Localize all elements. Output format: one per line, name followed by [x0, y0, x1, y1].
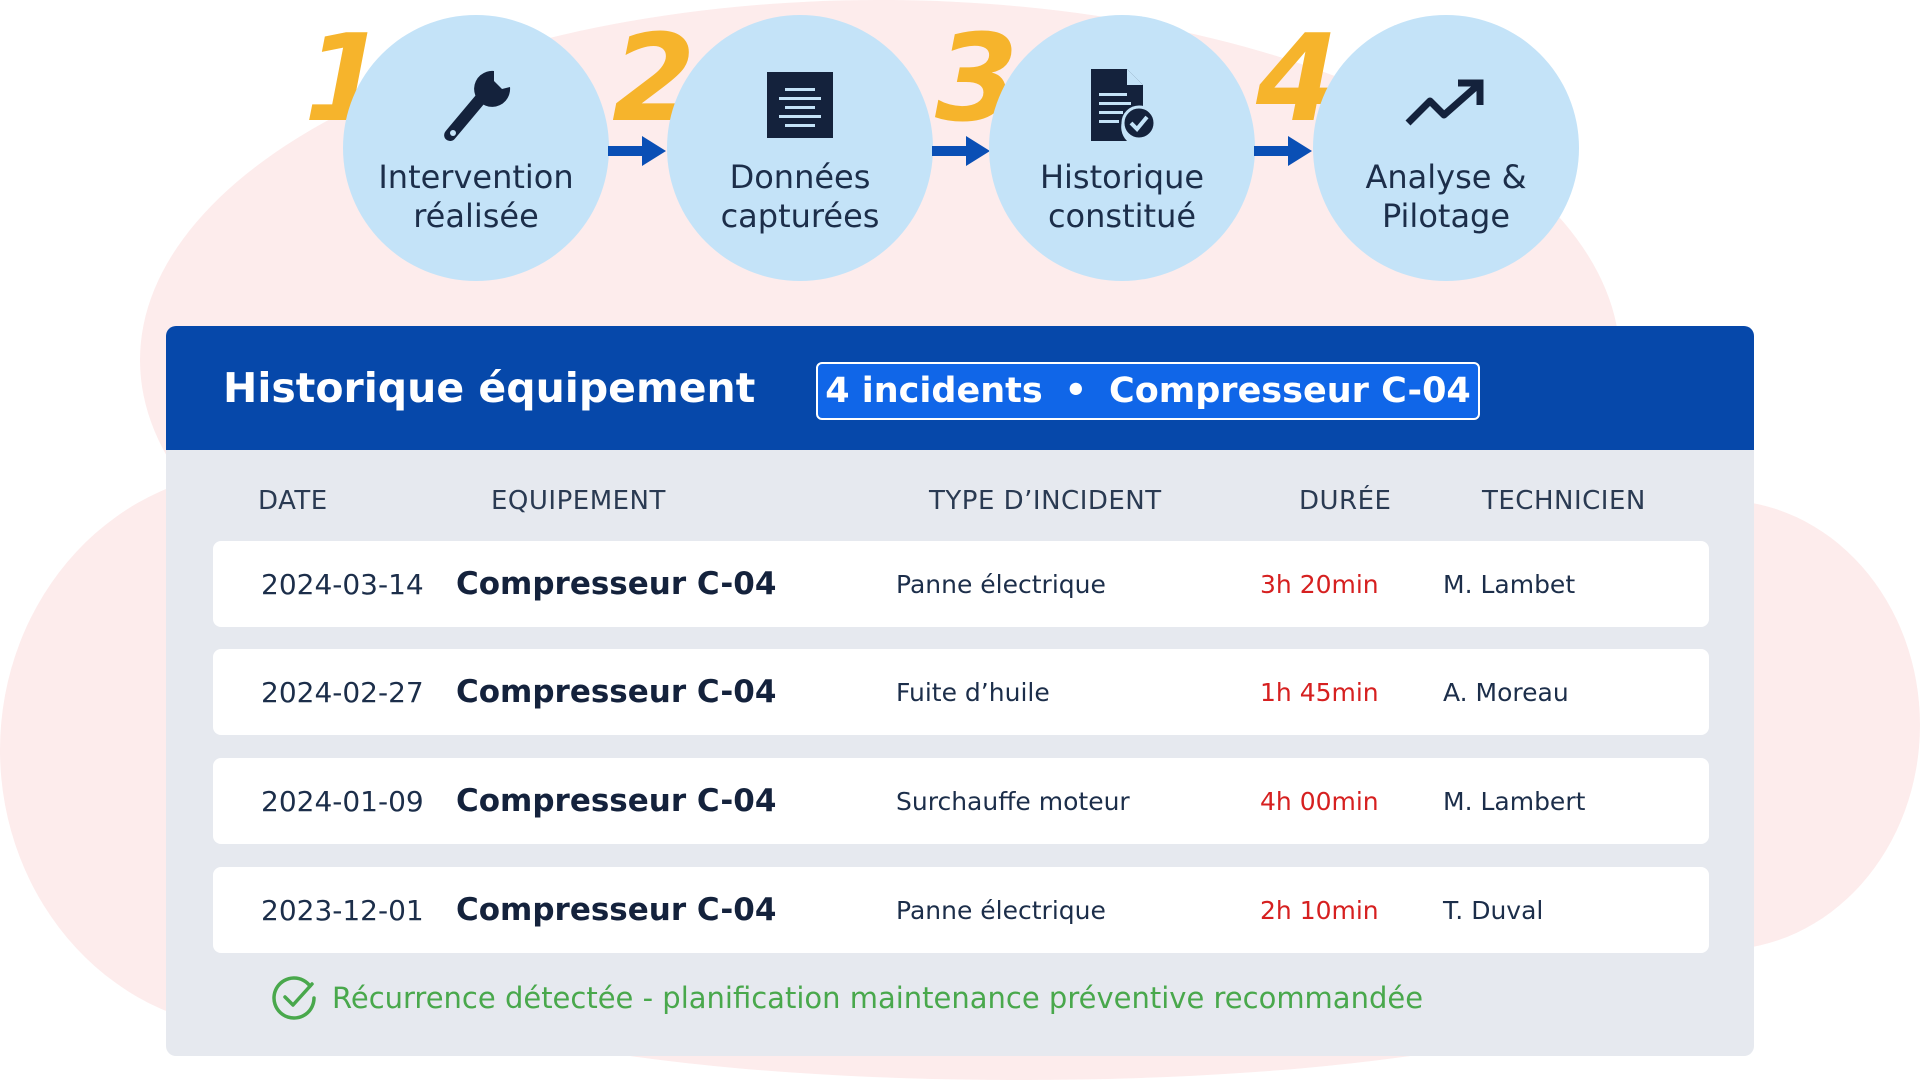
step-4-circle: Analyse & Pilotage [1313, 15, 1579, 281]
table-row: 2024-03-14 Compresseur C-04 Panne électr… [213, 541, 1709, 627]
cell-equipment: Compresseur C-04 [456, 783, 777, 819]
cell-duration: 3h 20min [1260, 569, 1379, 599]
step-1-label: Intervention réalisée [378, 158, 574, 235]
cell-technician: A. Moreau [1443, 677, 1569, 707]
column-header-date: DATE [258, 486, 328, 516]
cell-date: 2024-02-27 [261, 675, 424, 709]
incident-badge: 4 incidents • Compresseur C-04 [816, 362, 1480, 420]
cell-equipment: Compresseur C-04 [456, 892, 777, 928]
cell-incident-type: Fuite d’huile [896, 677, 1050, 707]
step-2-label: Données capturées [720, 158, 880, 235]
column-header-duration: DURÉE [1299, 486, 1392, 516]
cell-technician: T. Duval [1443, 895, 1544, 925]
step-1-circle: Intervention réalisée [343, 15, 609, 281]
badge-count: 4 incidents [825, 371, 1043, 411]
cell-duration: 1h 45min [1260, 677, 1379, 707]
cell-duration: 2h 10min [1260, 895, 1379, 925]
cell-date: 2023-12-01 [261, 893, 424, 927]
cell-incident-type: Surchauffe moteur [896, 786, 1130, 816]
table-row: 2024-02-27 Compresseur C-04 Fuite d’huil… [213, 649, 1709, 735]
badge-separator: • [1064, 371, 1088, 411]
cell-technician: M. Lambet [1443, 569, 1576, 599]
card-header: Historique équipement 4 incidents • Comp… [166, 326, 1754, 450]
step-3-label: Historique constitué [1039, 158, 1205, 235]
equipment-history-card: Historique équipement 4 incidents • Comp… [166, 326, 1754, 1056]
wrench-icon [436, 60, 516, 150]
cell-incident-type: Panne électrique [896, 895, 1106, 925]
recurrence-note: Récurrence détectée - planification main… [270, 974, 1423, 1022]
step-4-label: Analyse & Pilotage [1365, 158, 1527, 235]
recurrence-note-text: Récurrence détectée - planification main… [332, 981, 1424, 1015]
trend-up-icon [1404, 60, 1488, 150]
column-header-equipment: EQUIPEMENT [491, 486, 666, 516]
badge-equipment: Compresseur C-04 [1109, 371, 1471, 411]
document-lines-icon [765, 60, 835, 150]
cell-incident-type: Panne électrique [896, 569, 1106, 599]
arrow-right-icon [932, 136, 990, 166]
column-header-incident-type: TYPE D’INCIDENT [929, 486, 1162, 516]
document-check-icon [1087, 60, 1157, 150]
process-steps: 1 Intervention réalisée 2 [0, 0, 1920, 300]
cell-equipment: Compresseur C-04 [456, 566, 777, 602]
card-title: Historique équipement [223, 364, 756, 412]
cell-technician: M. Lambert [1443, 786, 1586, 816]
cell-date: 2024-03-14 [261, 567, 424, 601]
step-3-circle: Historique constitué [989, 15, 1255, 281]
step-2-circle: Données capturées [667, 15, 933, 281]
cell-equipment: Compresseur C-04 [456, 674, 777, 710]
table-row: 2024-01-09 Compresseur C-04 Surchauffe m… [213, 758, 1709, 844]
table-row: 2023-12-01 Compresseur C-04 Panne électr… [213, 867, 1709, 953]
column-header-technician: TECHNICIEN [1482, 486, 1646, 516]
arrow-right-icon [608, 136, 666, 166]
arrow-right-icon [1254, 136, 1312, 166]
cell-duration: 4h 00min [1260, 786, 1379, 816]
check-circle-icon [270, 974, 318, 1022]
cell-date: 2024-01-09 [261, 784, 424, 818]
